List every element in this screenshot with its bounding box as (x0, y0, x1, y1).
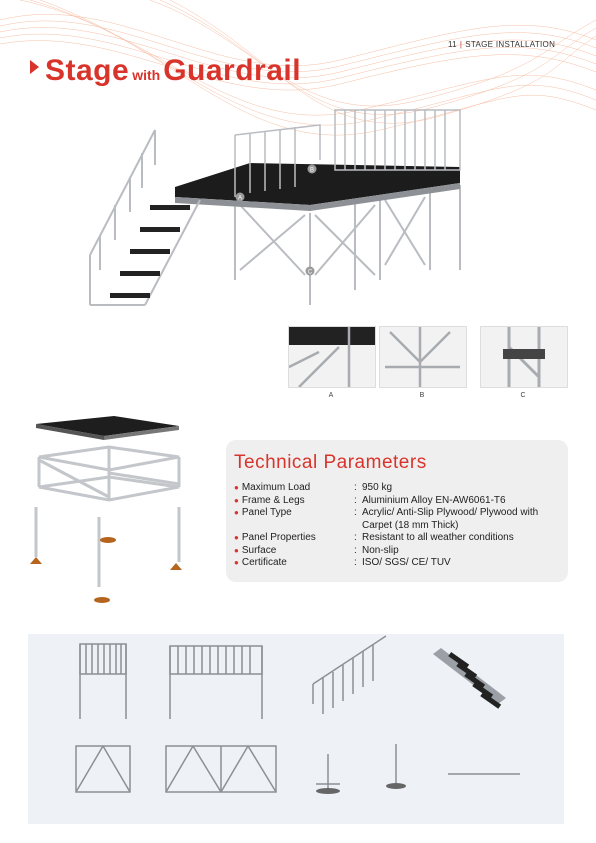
brace-frame-long-part (165, 745, 277, 793)
bullet-icon: ● (234, 495, 239, 505)
staircase-part (433, 648, 506, 709)
parameter-value: Aluminium Alloy EN-AW6061-T6 (362, 494, 506, 506)
stair-handrail-part (312, 635, 387, 714)
title-part-with: with (132, 67, 161, 83)
parameter-row: ●Frame & Legs : Aluminium Alloy EN-AW606… (234, 495, 564, 508)
parameter-row: ●Certificate : ISO/ SGS/ CE/ TUV (234, 557, 564, 570)
adjustable-leg-part (316, 744, 397, 789)
title-part-guardrail: Guardrail (163, 54, 302, 87)
detail-label-b: B (419, 392, 425, 399)
bullet-icon: ● (234, 508, 239, 517)
bullet-icon: ● (234, 545, 239, 555)
parameter-key: Surface (241, 544, 277, 556)
detail-label-a: A (328, 392, 334, 399)
parameter-value: 950 kg (362, 482, 393, 493)
stage-with-guardrail-illustration: A B C (89, 109, 461, 306)
header-separator: | (459, 40, 463, 49)
parameter-key: Maximum Load (241, 482, 311, 493)
components-panel (28, 634, 564, 824)
detail-image-b (379, 326, 467, 388)
title-triangle-icon (30, 60, 39, 74)
parameters-list: ●Maximum Load : 950 kg ●Frame & Legs : A… (234, 482, 564, 570)
parameter-key: Certificate (241, 557, 287, 568)
parameter-key: Panel Properties (241, 532, 316, 543)
detail-label-c: C (520, 392, 526, 399)
leg-base-plate-icon (316, 788, 340, 794)
leg-base-plate-icon (386, 783, 406, 789)
bullet-icon: ● (234, 558, 239, 567)
bullet-icon: ● (234, 533, 239, 542)
callout-a: A (238, 196, 242, 202)
parameter-row: ●Panel Type : Acrylic/ Anti-Slip Plywood… (234, 507, 564, 532)
parameter-row: ●Maximum Load : 950 kg (234, 482, 564, 495)
parameter-value: Acrylic/ Anti-Slip Plywood/ Plywood with… (362, 507, 539, 531)
guardrail-long-part (169, 645, 263, 719)
technical-parameters-panel: Technical Parameters ●Maximum Load : 950… (226, 440, 568, 582)
detail-image-a (288, 326, 376, 388)
brace-frame-short-part (75, 745, 131, 793)
section-title: STAGE INSTALLATION (465, 40, 556, 49)
page-number: 11 (448, 40, 457, 49)
parameter-row: ●Surface : Non-slip (234, 545, 564, 558)
title-part-stage: Stage (45, 54, 130, 87)
parameter-key: Panel Type (241, 507, 292, 518)
guardrail-short-part (79, 643, 127, 719)
technical-parameters-heading: Technical Parameters (234, 452, 427, 473)
parameter-row: ●Panel Properties : Resistant to all wea… (234, 532, 564, 545)
parameter-key: Frame & Legs (241, 494, 305, 506)
bullet-icon: ● (234, 483, 239, 492)
parameter-value: ISO/ SGS/ CE/ TUV (362, 557, 451, 568)
wave-pattern-background (0, 0, 596, 136)
exploded-stage-deck-illustration (30, 416, 182, 603)
callout-c: C (308, 270, 313, 276)
page-header: 11|STAGE INSTALLATION (448, 40, 555, 49)
parameter-value: Non-slip (362, 544, 399, 556)
parameter-value: Resistant to all weather conditions (362, 532, 514, 543)
callout-b: B (310, 168, 314, 174)
detail-image-c (480, 326, 568, 388)
